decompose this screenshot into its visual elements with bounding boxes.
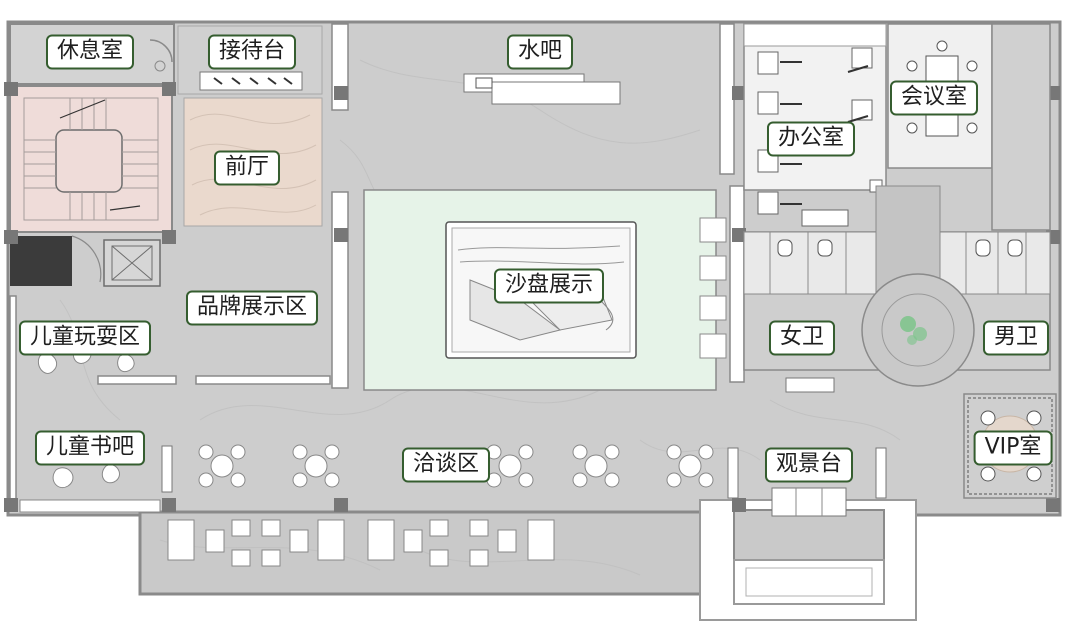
label-water-bar: 水吧 [506, 34, 574, 70]
label-sand-table: 沙盘展示 [493, 268, 605, 304]
label-kids-book-bar: 儿童书吧 [34, 430, 146, 466]
label-kids-play: 儿童玩耍区 [18, 320, 152, 356]
foyer-texture [189, 113, 317, 216]
label-brand-display: 品牌展示区 [185, 290, 319, 326]
negotiation-tables [198, 444, 714, 488]
label-vip-room: VIP室 [973, 430, 1053, 466]
water-bar-counter [463, 73, 621, 105]
label-viewing-deck: 观景台 [764, 447, 854, 483]
label-office: 办公室 [766, 121, 856, 157]
label-meeting-room: 会议室 [889, 80, 979, 116]
elevator [103, 239, 161, 287]
label-womens-restroom: 女卫 [768, 320, 836, 356]
label-negotiation: 洽谈区 [401, 447, 491, 483]
label-reception: 接待台 [207, 34, 297, 70]
label-foyer: 前厅 [213, 150, 281, 186]
label-mens-restroom: 男卫 [982, 320, 1050, 356]
meeting-room [887, 23, 1051, 231]
viewing-deck-sofa [161, 445, 887, 517]
label-lounge: 休息室 [45, 34, 135, 70]
round-atrium [861, 185, 975, 387]
staircase [9, 85, 173, 233]
office-zone [743, 23, 887, 227]
utility-block [10, 236, 72, 286]
lounge-seating [167, 519, 555, 567]
lounge-room [9, 23, 175, 85]
